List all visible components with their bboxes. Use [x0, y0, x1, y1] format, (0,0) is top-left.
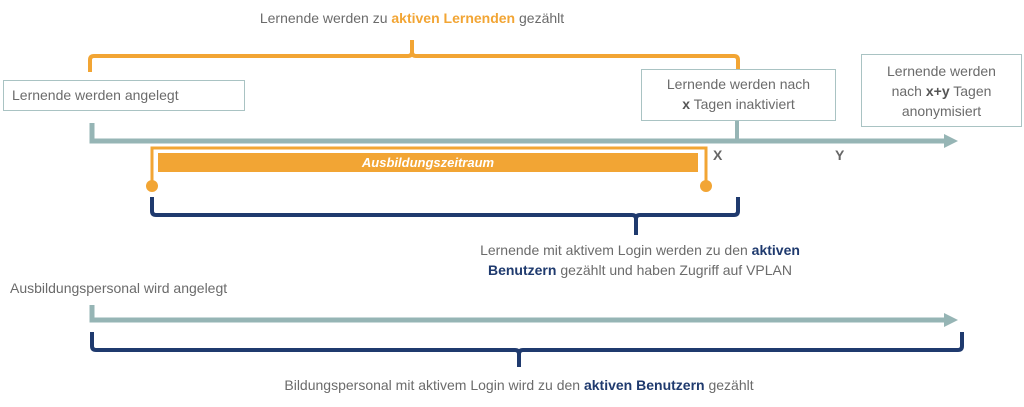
- box-bold: x: [682, 96, 690, 112]
- learners-created-box: Lernende werden angelegt: [3, 80, 245, 111]
- top-caption: Lernende werden zu aktiven Lernenden gez…: [260, 8, 564, 28]
- caption-line: Benutzern gezählt und haben Zugriff auf …: [480, 260, 800, 280]
- box-bold: x+y: [925, 83, 950, 99]
- training-period-bar: [158, 153, 698, 172]
- learners-anonymized-box: Lernende werden nach x+y Tagen anonymisi…: [861, 54, 1022, 127]
- staff-active-users-brace: [90, 332, 964, 367]
- caption-text: Lernende werden zu: [259, 10, 392, 26]
- caption-text: gezählt und haben Zugriff auf VPLAN: [556, 262, 793, 278]
- middle-caption: Lernende mit aktivem Login werden zu den…: [480, 240, 800, 280]
- box-text: Lernende werden angelegt: [12, 87, 179, 103]
- bottom-caption: Bildungspersonal mit aktivem Login wird …: [284, 375, 753, 395]
- active-learners-brace: [88, 40, 740, 72]
- box-text: Tagen inaktiviert: [689, 96, 795, 112]
- staff-timeline: [89, 305, 946, 323]
- period-end-dot: [700, 180, 712, 192]
- box-text: Lernende werden: [887, 63, 996, 79]
- caption-line: Lernende mit aktivem Login werden zu den…: [480, 240, 800, 260]
- box-text: Tagen: [949, 83, 992, 99]
- learner-timeline-arrowhead: [944, 134, 958, 148]
- training-period-bracket: [150, 146, 708, 186]
- caption-highlight: aktiven Lernenden: [391, 10, 516, 26]
- caption-highlight: aktiven Benutzern: [583, 377, 705, 393]
- box-text: nach: [891, 83, 926, 99]
- caption-text: Lernende mit aktivem Login werden zu den: [480, 242, 752, 258]
- box-text-line: nach x+y Tagen: [862, 81, 1021, 101]
- caption-highlight: Benutzern: [487, 262, 557, 278]
- box-text: Lernende werden nach: [666, 76, 811, 92]
- staff-timeline-arrowhead: [944, 313, 958, 327]
- training-period-label: Ausbildungszeitraum: [361, 155, 495, 170]
- marker-y: Y: [835, 147, 845, 163]
- staff-created-label: Ausbildungspersonal wird angelegt: [10, 280, 228, 296]
- learner-timeline: [89, 123, 946, 144]
- period-start-dot: [146, 180, 158, 192]
- box-text: anonymisiert: [901, 103, 982, 119]
- learners-inactivated-box: Lernende werden nach x Tagen inaktiviert: [641, 69, 836, 121]
- caption-text: Bildungspersonal mit aktivem Login wird …: [284, 377, 584, 393]
- marker-x: X: [713, 147, 723, 163]
- box-text-line: x Tagen inaktiviert: [642, 94, 835, 114]
- caption-text: gezählt: [704, 377, 754, 393]
- caption-highlight: aktiven: [751, 242, 800, 258]
- caption-text: gezählt: [515, 10, 565, 26]
- active-users-brace: [150, 197, 740, 235]
